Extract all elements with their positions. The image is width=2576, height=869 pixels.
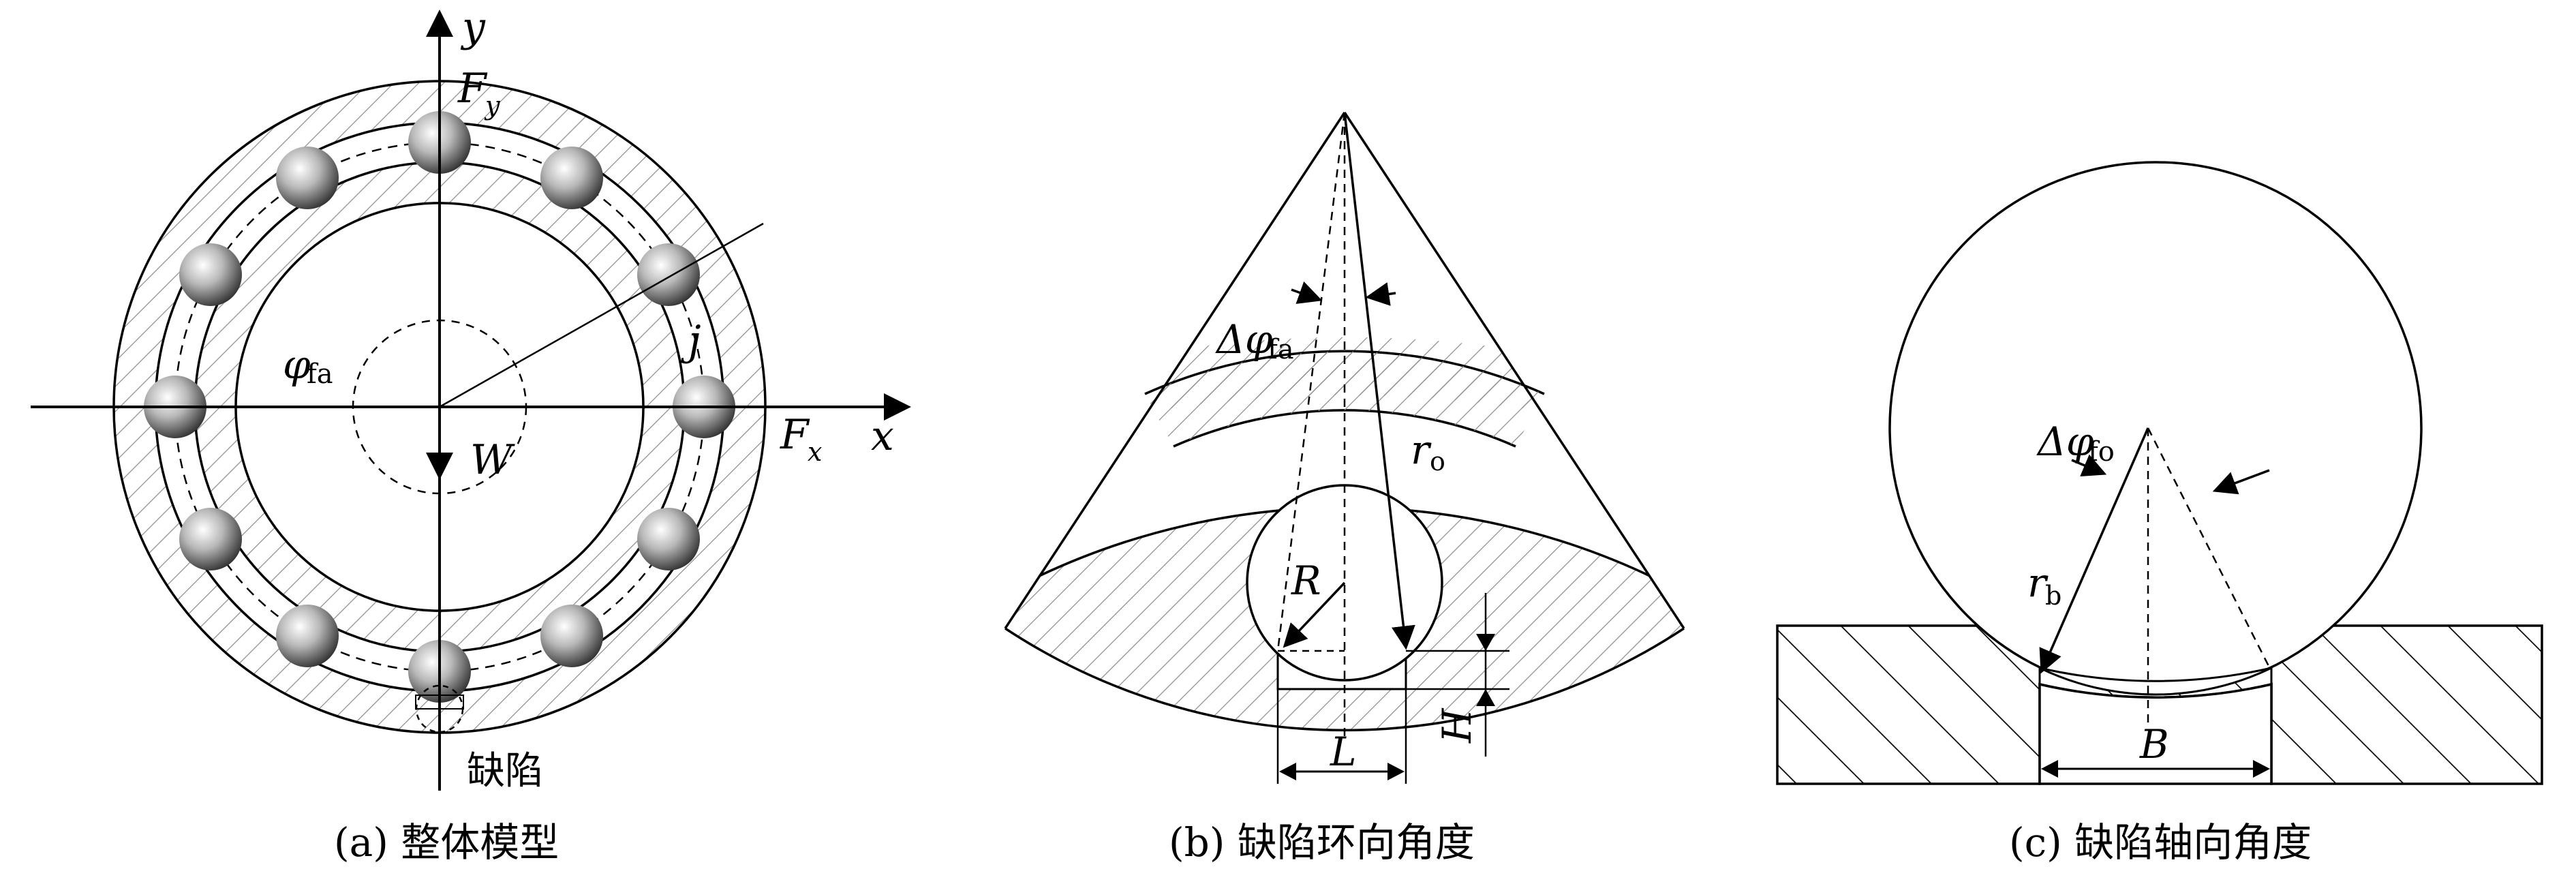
rb-label-sub: b xyxy=(2045,581,2061,611)
outer-race-bottom-arc xyxy=(1173,409,1516,448)
fy-label-sub: y xyxy=(484,91,500,121)
angle-arrow-left xyxy=(1291,281,1323,304)
sector-left-edge xyxy=(1004,112,1346,629)
ball xyxy=(637,243,700,306)
b-arrow-right xyxy=(2253,760,2270,778)
panel-a-bearing: y x F y F x W j φ fa 缺陷 (a) 整体模型 xyxy=(31,3,911,866)
ball-lens xyxy=(2039,667,2272,696)
ro-label-sub: o xyxy=(1430,446,1445,476)
panel-c-axial: Δφ fo r b B (c) 缺陷轴向角度 xyxy=(1776,161,2543,866)
fy-label: F xyxy=(457,65,488,112)
h-label: H xyxy=(1434,707,1480,744)
x-axis-label: x xyxy=(871,412,894,460)
fx-label-sub: x xyxy=(808,437,822,467)
rolling-balls xyxy=(144,111,735,703)
l-arrow-left xyxy=(1279,763,1296,780)
panel-b-circumferential: Δφ fa r o R H L (b) 缺陷环向角度 xyxy=(1004,112,1685,866)
dphi-fa-label-sub: fa xyxy=(1268,334,1294,365)
dashed-right-c xyxy=(2147,427,2273,672)
rb-label: r xyxy=(2027,560,2049,606)
ball xyxy=(179,508,242,570)
ball xyxy=(276,147,339,209)
h-arrow-bottom xyxy=(1476,689,1495,706)
ball-index-label: j xyxy=(681,317,701,365)
angle-arrow-right-c xyxy=(2212,469,2270,495)
l-label: L xyxy=(1330,729,1357,775)
b-label: B xyxy=(2139,721,2169,767)
ball xyxy=(540,147,603,209)
ball-radius-arrow xyxy=(1283,581,1346,648)
ro-label: r xyxy=(1411,427,1432,473)
phi-label: φ xyxy=(283,341,311,388)
fx-label: F xyxy=(780,411,810,459)
ball xyxy=(179,243,242,306)
b-arrow-left xyxy=(2041,760,2058,778)
defect-notch-c xyxy=(2038,682,2273,785)
caption-a: (a) 整体模型 xyxy=(334,819,559,866)
rb-arrow xyxy=(2039,427,2149,674)
load-label: W xyxy=(470,436,515,484)
dphi-fo-label-sub: fo xyxy=(2088,436,2115,468)
radius-arrow xyxy=(1343,112,1415,650)
ball-c xyxy=(1888,161,2423,695)
caption-c: (c) 缺陷轴向角度 xyxy=(2009,819,2312,866)
ball xyxy=(276,605,339,667)
dphi-fo-label: Δφ xyxy=(2036,418,2094,465)
caption-b: (b) 缺陷环向角度 xyxy=(1169,819,1475,866)
h-arrow-top xyxy=(1476,634,1495,651)
ball-radius-label: R xyxy=(1291,558,1321,604)
ball xyxy=(540,605,603,667)
dphi-fa-label: Δφ xyxy=(1215,316,1273,363)
y-axis-label: y xyxy=(460,3,486,51)
defect-label: 缺陷 xyxy=(467,749,543,793)
dashed-radius-left xyxy=(1276,112,1346,652)
angle-arrow-left-c xyxy=(2071,454,2107,477)
angle-arrow-right xyxy=(1365,282,1396,306)
sector-right-edge xyxy=(1343,112,1685,629)
l-arrow-right xyxy=(1387,763,1405,780)
angle-reference-line xyxy=(439,222,764,408)
ball xyxy=(637,508,700,570)
phi-label-sub: fa xyxy=(307,359,333,390)
